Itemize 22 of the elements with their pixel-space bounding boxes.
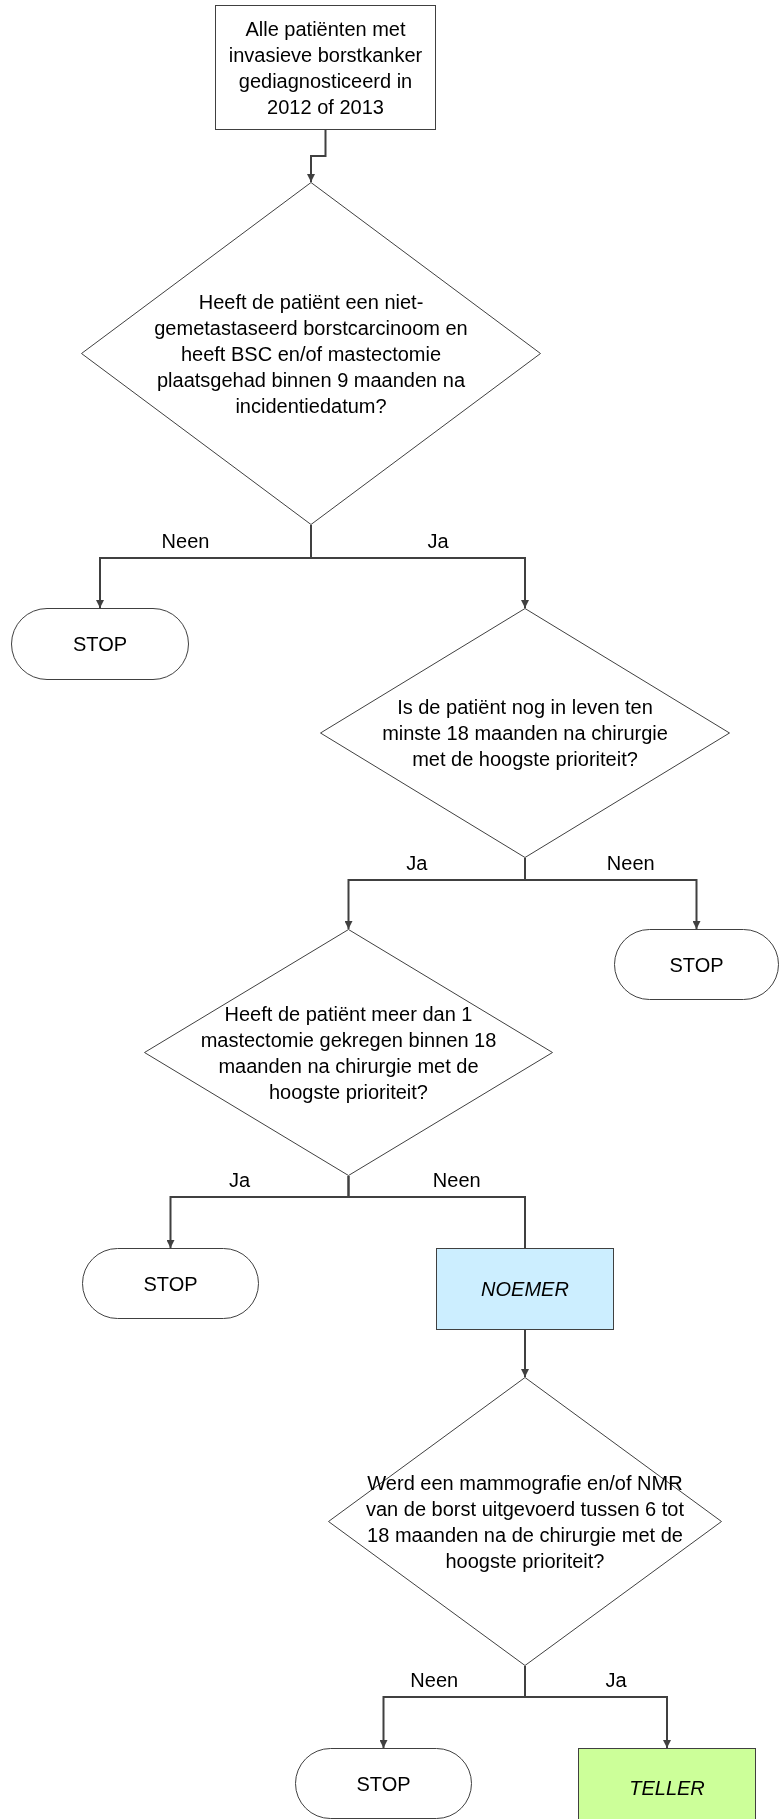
connector-arrow (524, 1665, 671, 1749)
node-text: STOP (71, 632, 129, 657)
node-text: NOEMER (480, 1277, 570, 1302)
decision-diamond (320, 608, 730, 858)
node-text: Alle patiënten met invasieve borstkanker gediagnosticeerd in 2012 of 2013 (227, 16, 424, 120)
connector-arrow (310, 524, 529, 609)
process-box (215, 5, 436, 130)
node-text: Heeft de patiënt een niet-gemetastaseerd borstcarcinoom en heeft BSC en/of mastectomie plaatsgehad binnen 9 maanden na incidentiedatum? (153, 289, 469, 419)
connector-arrow (521, 1329, 529, 1378)
process-box (436, 1248, 614, 1330)
node-text: Is de patiënt nog in leven ten minste 18 maanden na chirurgie met de hoogste prioriteit? (381, 695, 669, 772)
process-box (578, 1748, 756, 1819)
node-text: TELLER (628, 1776, 706, 1801)
node-text: Heeft de patiënt meer dan 1 mastectomie gekregen binnen 18 maanden na chirurgie met de hoogste prioriteit? (199, 1001, 498, 1105)
node-text: STOP (668, 952, 725, 978)
connector-arrow (307, 129, 327, 183)
decision-diamond (81, 182, 541, 525)
node-text: Werd een mammografie en/of NMR van de borst uitgevoerd tussen 6 tot 18 maanden na de chirurgie met de hoogste prioriteit? (365, 1470, 685, 1574)
node-text: STOP (355, 1771, 412, 1797)
decision-diamond (328, 1377, 722, 1666)
connector-arrow (524, 857, 701, 930)
node-text: STOP (142, 1271, 199, 1297)
